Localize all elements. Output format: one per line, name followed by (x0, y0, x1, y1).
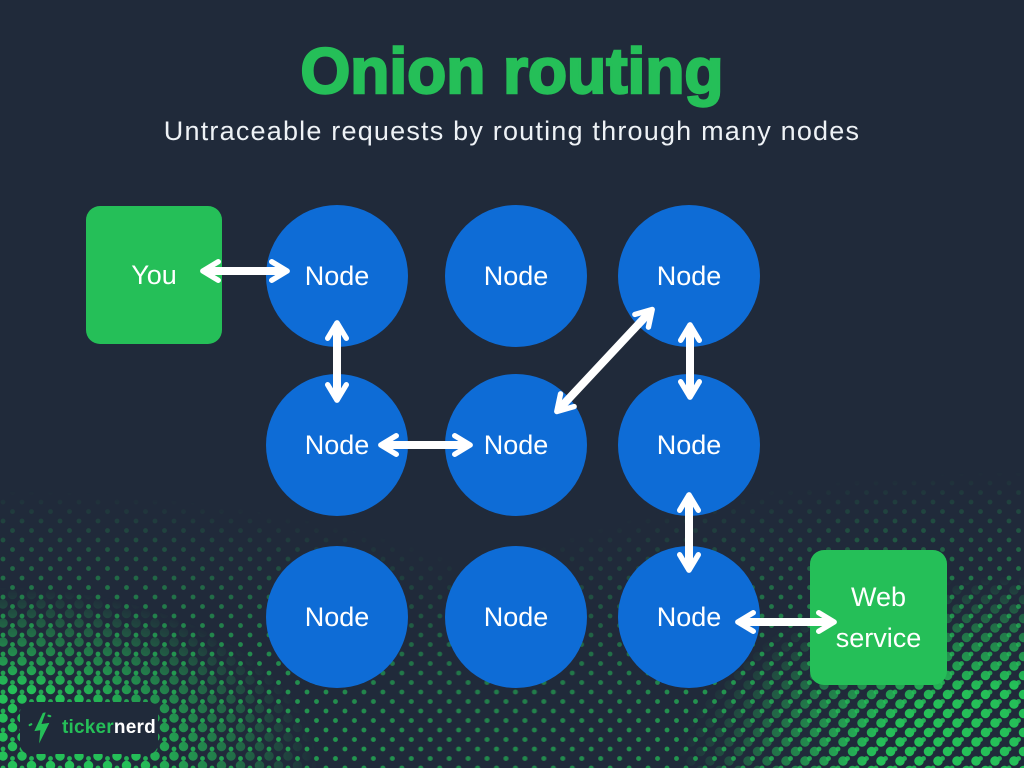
node-3-label: Node (656, 260, 722, 291)
brand-name-secondary: nerd (113, 717, 156, 738)
brand-logo: tickernerd (20, 702, 158, 754)
node-2-label: Node (483, 260, 549, 291)
node-6-label: Node (656, 429, 722, 460)
node-1-label: Node (304, 260, 370, 291)
brand-name-primary: ticker (62, 717, 114, 738)
node-4-label: Node (304, 429, 370, 460)
you-box-label: You (131, 259, 177, 290)
node-5-label: Node (483, 429, 549, 460)
page-subtitle: Untraceable requests by routing through … (163, 115, 861, 146)
brand-wordmark: tickernerd (62, 717, 156, 739)
header: Onion routing Untraceable requests by ro… (0, 34, 1024, 147)
page-title: Onion routing (299, 34, 724, 108)
arrow-node-5-to-node-3 (554, 306, 655, 415)
you-box: You (86, 206, 222, 344)
lightning-bolt-icon (28, 712, 52, 744)
